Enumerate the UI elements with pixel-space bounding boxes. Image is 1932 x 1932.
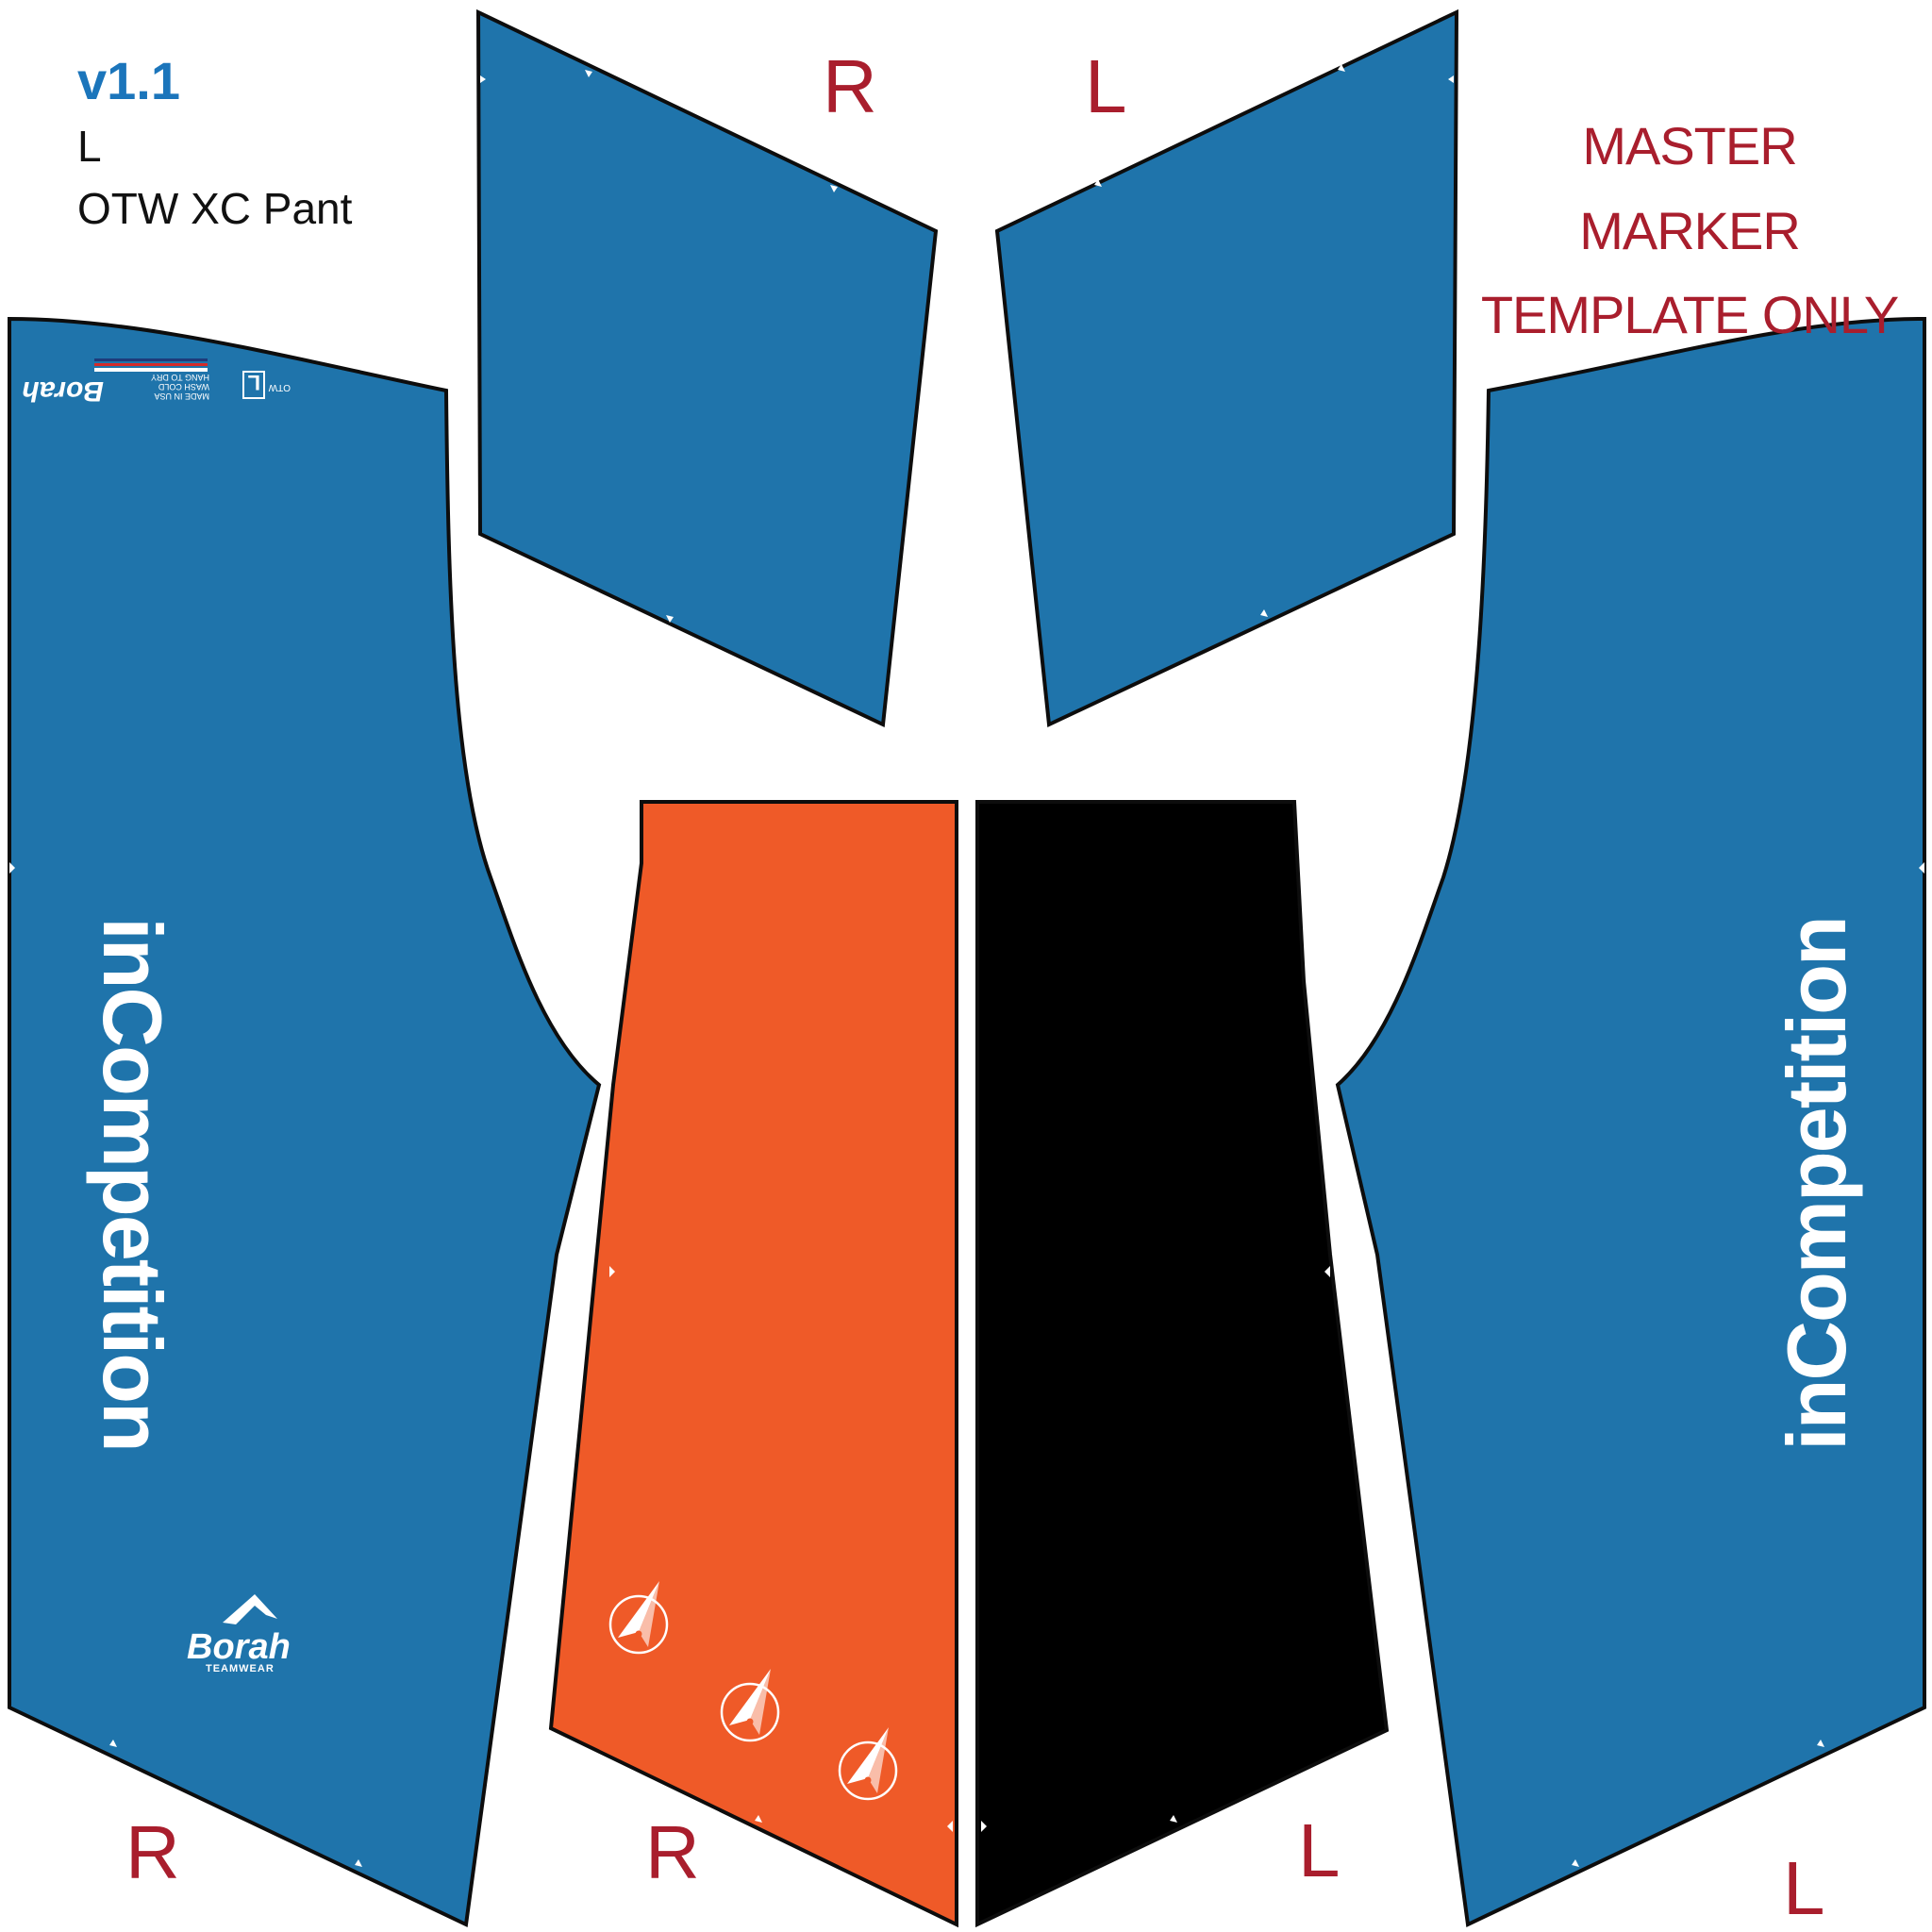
version-label: v1.1 (77, 51, 180, 110)
care-label: Borah L MADE IN USA WASH COLD HANG TO DR… (22, 358, 291, 407)
borah-logo-wordmark: Borah (187, 1627, 291, 1667)
borah-teamwear-logo: Borah TEAMWEAR (187, 1594, 291, 1674)
care-label-code: OTW (268, 382, 291, 392)
care-label-size-box (242, 371, 265, 399)
right-insert-panel (548, 800, 958, 1928)
compass-emblem-icon (608, 1581, 669, 1655)
care-label-line2: WASH COLD (158, 382, 209, 391)
mountain-logo-icon (223, 1594, 277, 1624)
product-name: OTW XC Pant (77, 184, 353, 233)
left-insert-side-label: L (1298, 1808, 1341, 1892)
borah-logo-tagline: TEAMWEAR (206, 1663, 275, 1674)
left-yoke-piece (994, 8, 1459, 728)
right-yoke-piece (475, 8, 939, 728)
care-label-brand: Borah (22, 375, 104, 407)
size-label: L (77, 122, 102, 171)
right-leg-panel (8, 316, 602, 1927)
right-yoke-side-label: R (823, 44, 877, 128)
care-label-size: L (248, 371, 260, 394)
right-leg-side-label: R (125, 1810, 180, 1894)
right-leg-brand-text: inCompetition (1770, 917, 1863, 1450)
care-label-line3: HANG TO DRY (151, 373, 209, 382)
notice-line-2: TEMPLATE ONLY (1480, 285, 1899, 345)
left-leg-side-label: L (1783, 1846, 1825, 1930)
left-insert-panel (975, 800, 1390, 1928)
left-leg-brand-text: inCompetition (86, 917, 179, 1450)
compass-emblem-icon (838, 1727, 898, 1801)
left-leg-panel (1335, 316, 1926, 1927)
notch-markers (9, 64, 1924, 1867)
left-yoke-side-label: L (1085, 44, 1127, 128)
right-insert-side-label: R (645, 1810, 700, 1894)
care-label-flag (94, 368, 208, 372)
compass-emblem-icon (720, 1669, 780, 1742)
care-label-line1: MADE IN USA (154, 391, 209, 401)
template-notice: MASTER MARKER TEMPLATE ONLY (1477, 104, 1902, 358)
marker-info: v1.1 L OTW XC Pant (77, 51, 353, 233)
notice-line-1: MASTER MARKER (1579, 116, 1801, 260)
